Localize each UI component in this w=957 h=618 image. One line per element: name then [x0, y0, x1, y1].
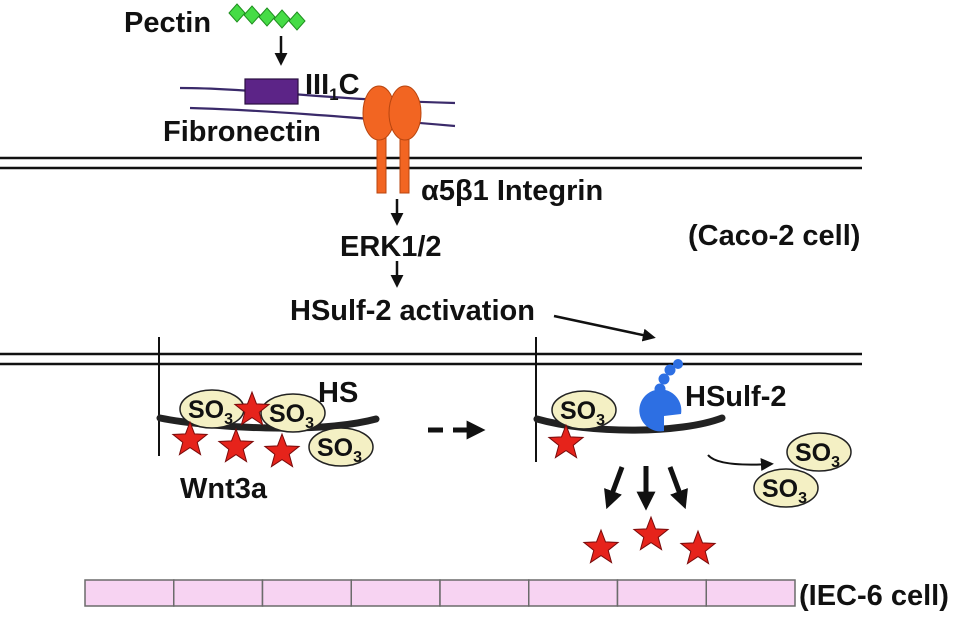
sulfate-group: SO3	[308, 427, 374, 467]
integrin-beta-head	[388, 85, 422, 141]
sulfate-label-main: SO	[269, 400, 305, 428]
caco2-lower-membrane	[0, 352, 862, 366]
integrin-alpha-stem	[376, 135, 387, 194]
sulfate-release-arrow	[707, 454, 774, 472]
wnt-release-arrow-right	[667, 466, 688, 510]
sulfate-label-main: SO	[317, 434, 353, 462]
pectin-unit	[243, 5, 261, 25]
activation-to-enzyme-arrow	[553, 314, 656, 342]
sulfate-label-main: SO	[188, 396, 224, 424]
hsulf-2-tail-dot	[673, 359, 683, 369]
sulfate-label-subscript: 3	[596, 412, 605, 429]
sulfate-group: SO3	[260, 393, 326, 433]
hsulf-activation-label: HSulf-2 activation	[290, 295, 535, 327]
domain-label-subscript: 1	[329, 85, 338, 104]
fibronectin-domain-label: III1C	[305, 69, 360, 104]
released-wnt3a-star	[583, 529, 619, 564]
sulfate-label: SO3	[188, 396, 233, 428]
hsulf-2-tail-dot	[664, 364, 676, 376]
hsulf-2-tail-dot	[654, 383, 666, 395]
hs-chain-left	[156, 414, 380, 432]
sulfate-oval	[308, 427, 374, 467]
pectin-unit	[273, 9, 291, 29]
released-sulfate-group: SO3	[786, 432, 852, 472]
epithelial-cell	[705, 579, 796, 607]
domain-label-main: III	[305, 69, 329, 101]
pectin-unit	[288, 11, 306, 31]
sulfate-label: SO3	[795, 439, 840, 471]
sulfate-label-subscript: 3	[353, 449, 362, 466]
released-sulfate-group: SO3	[753, 468, 819, 508]
caco2-upper-membrane	[0, 156, 862, 170]
hsulf-2-tail-dot	[658, 373, 670, 385]
iec6-cell-layer	[84, 579, 796, 607]
pectin-unit	[228, 3, 246, 23]
sulfate-label-subscript: 3	[831, 454, 840, 471]
integrin-label: α5β1 Integrin	[421, 175, 603, 207]
sulfate-label: SO3	[560, 397, 605, 429]
wnt3a-label: Wnt3a	[180, 473, 268, 505]
epithelial-cell	[528, 579, 619, 607]
sulfate-label: SO3	[269, 400, 314, 432]
sulfate-label-subscript: 3	[798, 490, 807, 507]
sulfate-label-main: SO	[762, 475, 798, 503]
hsulf-2-catalytic-domain	[639, 389, 682, 432]
erk-label: ERK1/2	[340, 231, 442, 263]
integrin-receptor	[362, 85, 422, 194]
sulfate-label: SO3	[317, 434, 362, 466]
epithelial-cell	[261, 579, 352, 607]
epithelial-cell	[616, 579, 707, 607]
wnt-release-arrow-left	[604, 466, 625, 510]
sulfate-label-main: SO	[795, 439, 831, 467]
hsulf-2-enzyme	[639, 359, 683, 432]
sulfate-oval	[753, 468, 819, 508]
wnt3a-star	[264, 433, 300, 468]
fibronectin-label: Fibronectin	[163, 116, 321, 148]
sulfate-oval	[551, 390, 617, 430]
pectin-molecule	[228, 3, 306, 31]
caco2-cell-label: (Caco-2 cell)	[688, 220, 860, 252]
released-wnt3a-star	[633, 516, 669, 551]
iec6-cell-label: (IEC-6 cell)	[799, 580, 949, 612]
fibronectin-iii1c-domain	[244, 78, 299, 105]
released-wnt3a-star	[680, 530, 716, 565]
sulfate-label: SO3	[762, 475, 807, 507]
hsulf-2-label: HSulf-2	[685, 381, 787, 413]
epithelial-cell	[350, 579, 441, 607]
sulfate-group: SO3	[551, 390, 617, 430]
wnt3a-star	[218, 428, 254, 463]
sulfate-label-subscript: 3	[224, 411, 233, 428]
epithelial-cell	[439, 579, 530, 607]
epithelial-cell	[173, 579, 264, 607]
sulfate-label-main: SO	[560, 397, 596, 425]
sulfate-oval	[786, 432, 852, 472]
integrin-beta-stem	[399, 135, 410, 194]
hs-chain-right	[533, 414, 726, 434]
pectin-label: Pectin	[124, 7, 211, 39]
hs-label: HS	[318, 377, 358, 409]
sulfate-label-subscript: 3	[305, 415, 314, 432]
pectin-unit	[258, 7, 276, 27]
epithelial-cell	[84, 579, 175, 607]
domain-label-suffix: C	[339, 69, 360, 101]
sulfate-oval	[260, 393, 326, 433]
